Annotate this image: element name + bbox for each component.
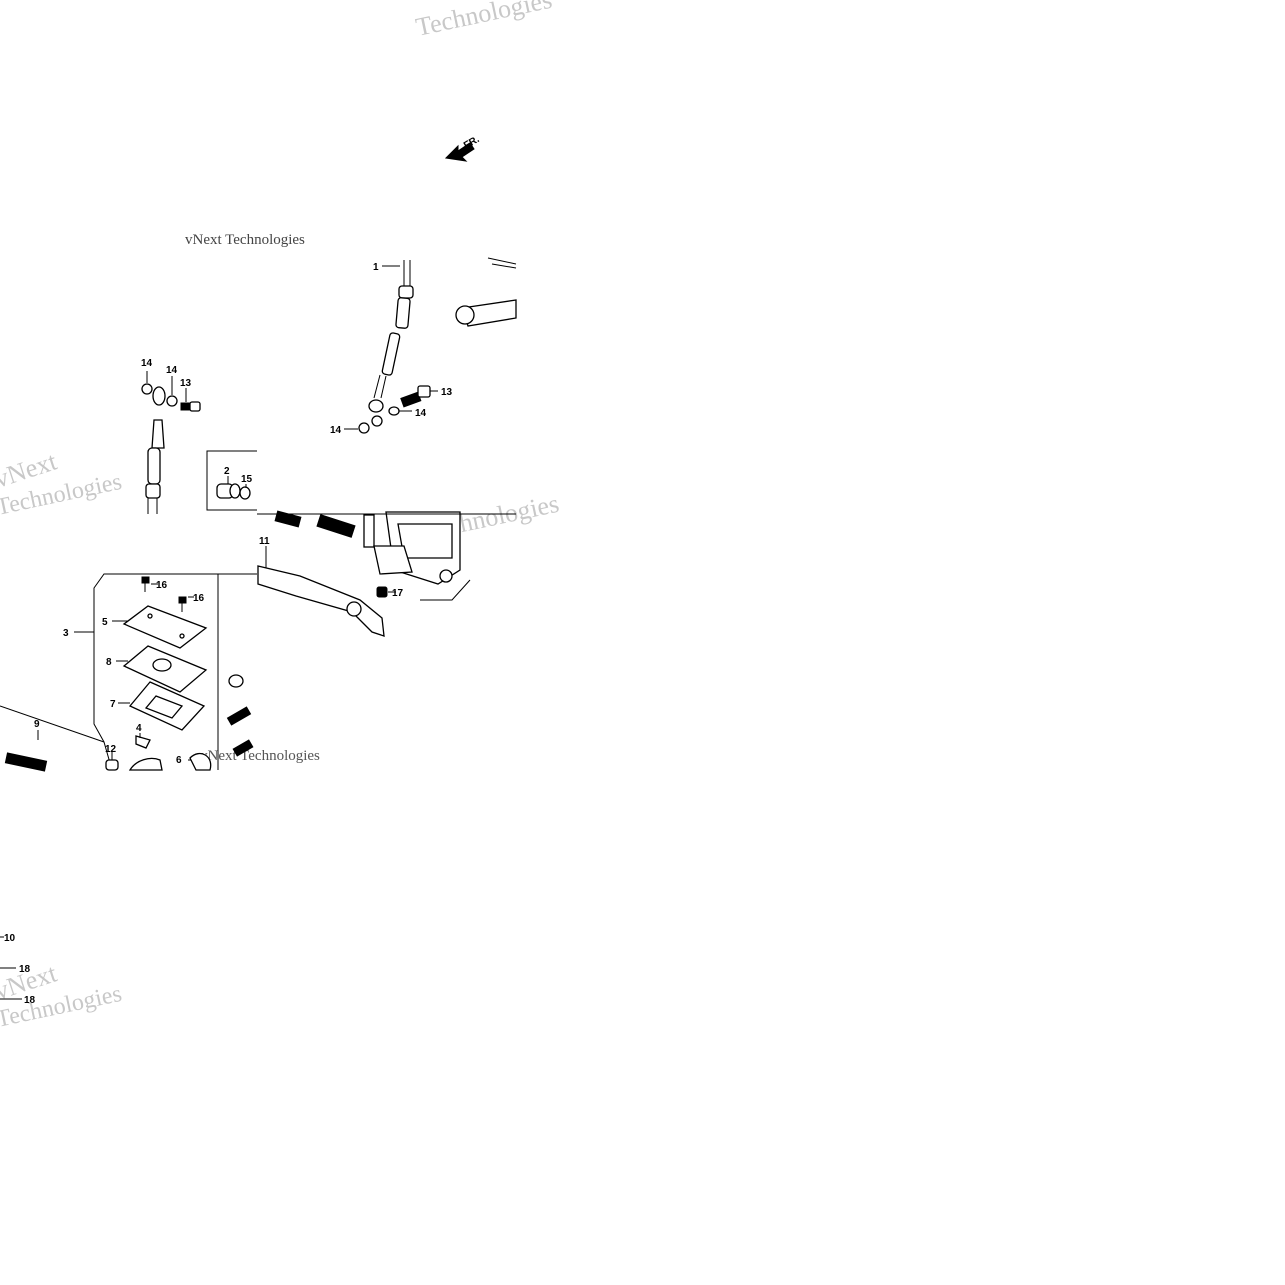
callout-14: 14 — [166, 365, 178, 376]
master-body-lower — [0, 705, 163, 772]
callout-15: 15 — [241, 474, 253, 485]
watermark: vNext Technologies — [185, 232, 305, 248]
callout-12: 12 — [105, 744, 117, 755]
callout-13: 13 — [441, 387, 453, 398]
callout-17: 17 — [392, 588, 404, 599]
callout-2: 2 — [224, 466, 230, 477]
master-cylinder-assembly — [257, 510, 516, 637]
callout-14: 14 — [330, 425, 342, 436]
callout-18: 18 — [19, 964, 31, 975]
watermark: Technologies — [413, 0, 554, 42]
callout-8: 8 — [106, 657, 112, 668]
callout-16: 16 — [193, 593, 205, 604]
upper-panel — [344, 257, 517, 434]
inset-box — [206, 450, 257, 511]
direction-label: FR. — [462, 134, 482, 152]
callout-14: 14 — [415, 408, 427, 419]
front-direction-arrow-icon — [444, 142, 475, 162]
callout-9: 9 — [34, 719, 40, 730]
callout-10: 10 — [4, 933, 16, 944]
callout-3: 3 — [63, 628, 69, 639]
mount-bolts — [189, 674, 254, 771]
callout-1: 1 — [373, 262, 379, 273]
reservoir-box — [74, 573, 257, 771]
callout-11: 11 — [259, 536, 270, 547]
watermark: vNext Technologies — [200, 748, 320, 764]
left-hose-assembly — [141, 371, 201, 514]
callout-16: 16 — [156, 580, 168, 591]
callout-18: 18 — [24, 995, 36, 1006]
callout-4: 4 — [136, 723, 142, 734]
callout-6: 6 — [176, 755, 182, 766]
callout-14: 14 — [141, 358, 153, 369]
callout-7: 7 — [110, 699, 116, 710]
callout-13: 13 — [180, 378, 192, 389]
callout-5: 5 — [102, 617, 108, 628]
